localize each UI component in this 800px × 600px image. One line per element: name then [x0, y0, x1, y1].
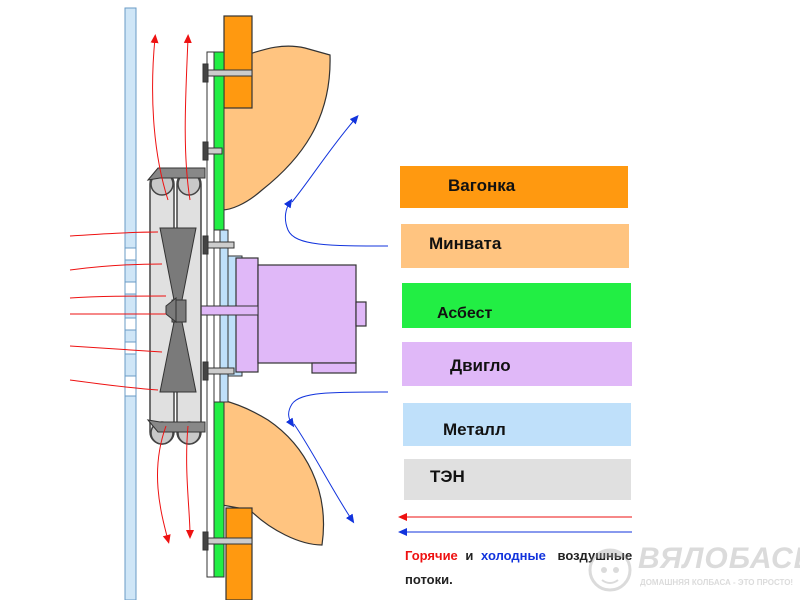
watermark-title: ВЯЛОБАСЫ — [638, 542, 800, 575]
cold-air-flows — [283, 114, 389, 524]
legend-asbest-label: Асбест — [437, 305, 493, 322]
legend-metall: Металл — [403, 403, 631, 446]
motor-body — [257, 264, 357, 364]
legend-vagonka: Вагонка — [400, 166, 628, 208]
caption-and: и — [465, 548, 474, 563]
legend-metall-label: Металл — [443, 420, 506, 439]
legend-minvata-label: Минвата — [429, 234, 502, 253]
caption-cold: холодные — [481, 548, 546, 563]
wall-strip — [124, 7, 137, 600]
caption-rest: воздушные — [557, 548, 633, 563]
legend-ten-label: ТЭН — [430, 467, 465, 486]
asbest-lower — [213, 401, 225, 578]
caption-hot: Горячие — [405, 548, 458, 563]
vagonka-top — [223, 15, 253, 109]
vagonka-bottom — [225, 507, 253, 600]
legend-asbest: Асбест — [402, 283, 631, 328]
legend-minvata: Минвата — [401, 224, 629, 268]
caption-line2: потоки. — [405, 572, 453, 587]
hot-air-flows — [69, 34, 194, 544]
motor-terminal — [355, 301, 367, 327]
legend-vagonka-label: Вагонка — [448, 176, 516, 195]
legend-dviglo: Двигло — [402, 342, 632, 386]
bolts — [202, 63, 253, 551]
asbest-upper — [213, 51, 225, 231]
legend-ten: ТЭН — [404, 459, 631, 500]
legend-dviglo-label: Двигло — [450, 356, 511, 375]
wall-strip-segments — [124, 247, 137, 397]
flows-caption: Горячие и холодные воздушные потоки. — [405, 544, 665, 592]
watermark-slogan: ДОМАШНЯЯ КОЛБАСА - ЭТО ПРОСТО! — [640, 578, 794, 587]
chef-icon — [588, 548, 632, 592]
fan-impeller — [159, 227, 197, 393]
watermark-logo: ВЯЛОБАСЫ ДОМАШНЯЯ КОЛБАСА - ЭТО ПРОСТО! — [583, 540, 800, 596]
motor-foot — [311, 362, 357, 374]
metal-plate-inner — [219, 229, 229, 403]
